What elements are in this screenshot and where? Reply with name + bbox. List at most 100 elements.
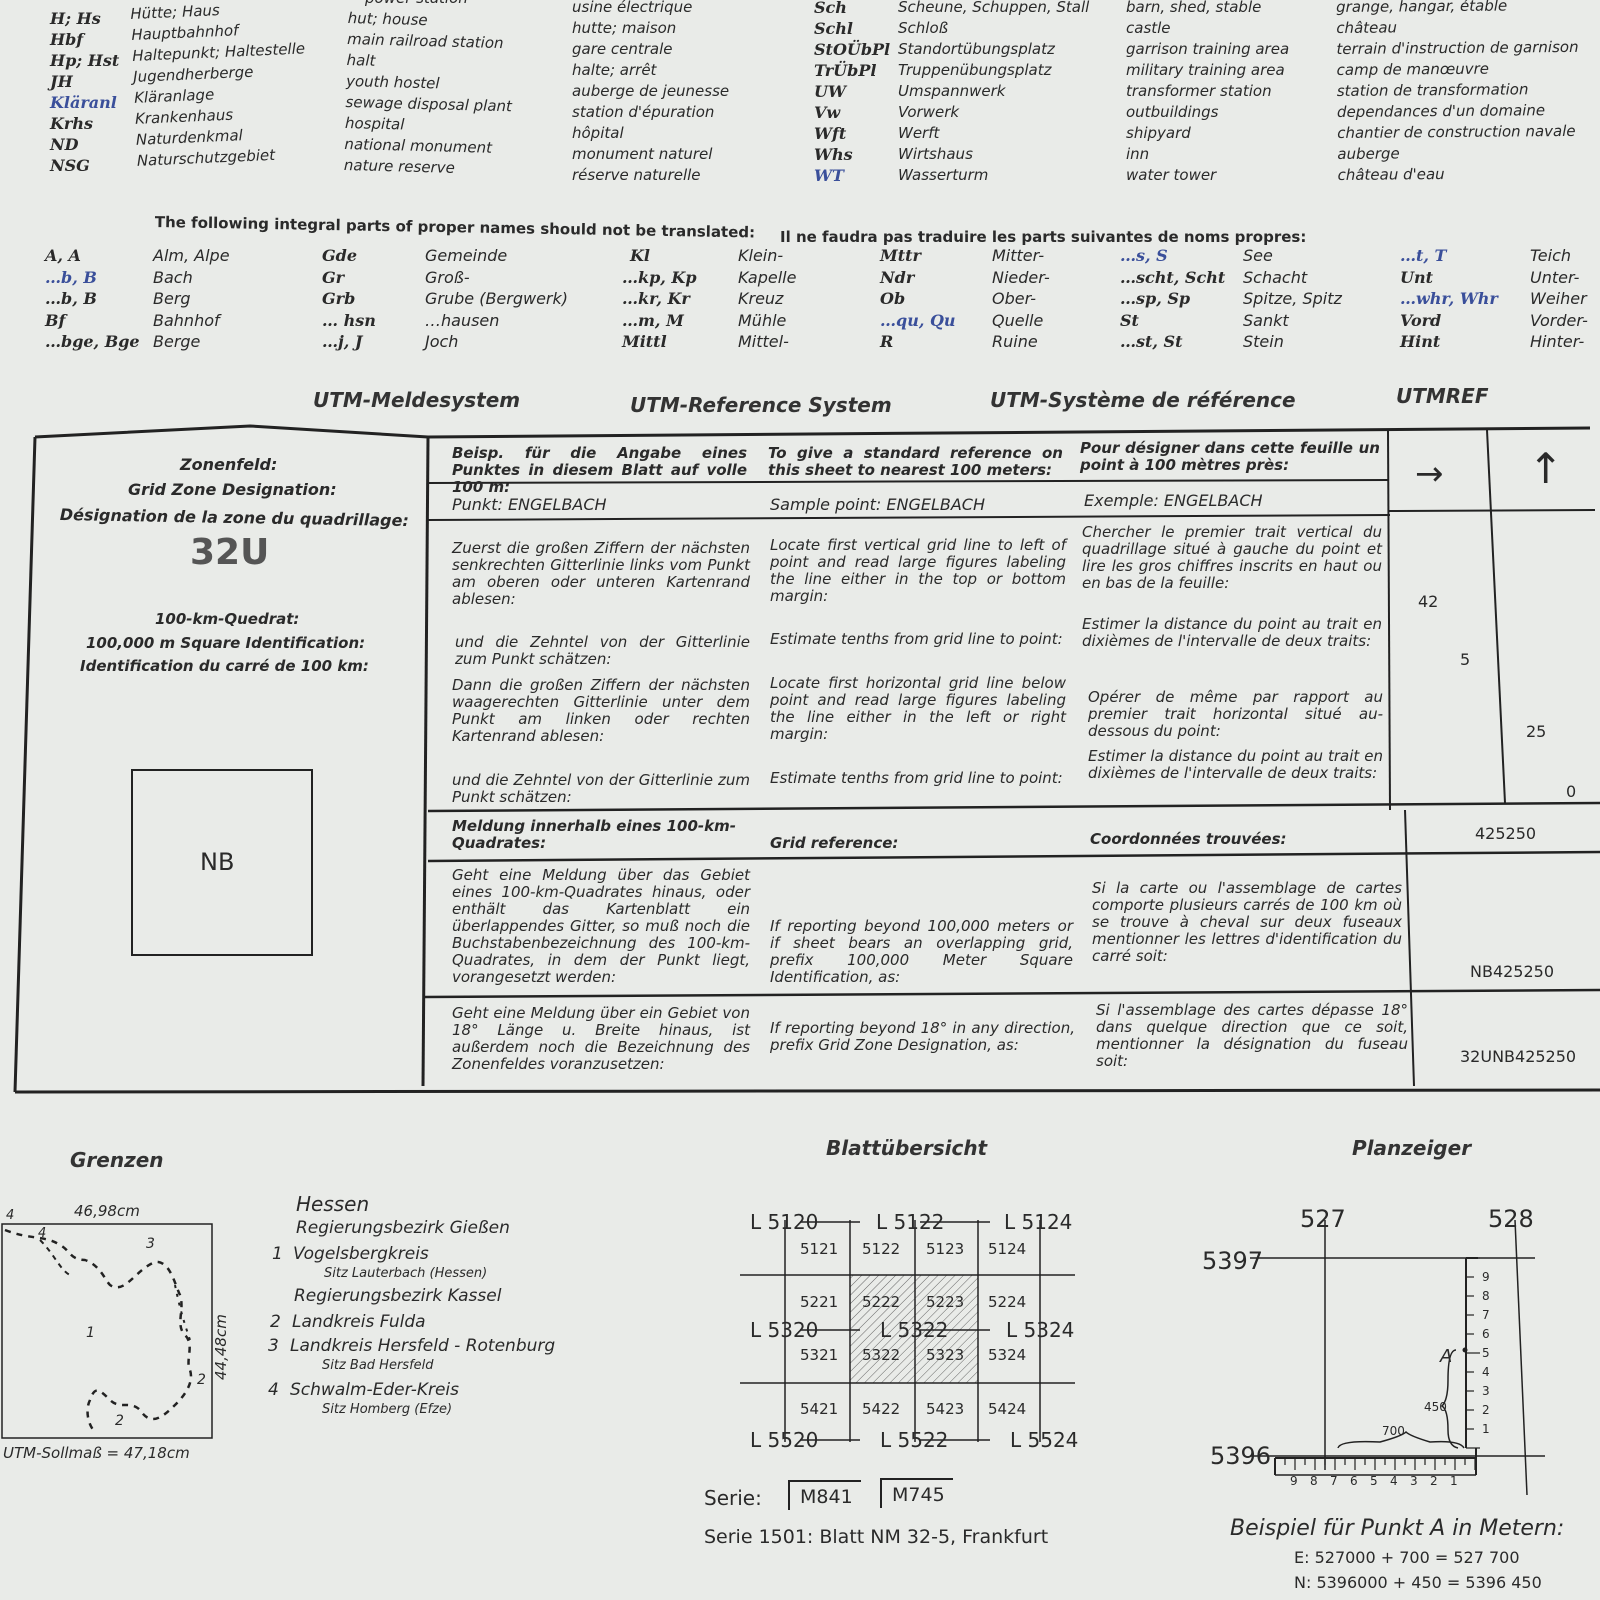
table-header-de: Beisp. für die Angabe eines Punktes in d… bbox=[452, 444, 747, 496]
punkt-en: Sample point: ENGELBACH bbox=[770, 495, 985, 514]
name-part-word: Ober- bbox=[992, 289, 1037, 308]
grenzen-num: 4 bbox=[6, 1208, 15, 1223]
sheet-number: 5321 bbox=[800, 1346, 839, 1364]
name-part-abbr: …bge, Bge bbox=[45, 332, 140, 351]
overlap-de: Geht eine Meldung über das Gebiet eines … bbox=[452, 866, 750, 986]
name-part-abbr: …m, M bbox=[622, 310, 684, 330]
legend-fr: hutte; maison bbox=[572, 19, 677, 37]
legend-fr: usine électrique bbox=[572, 0, 693, 16]
overlap-fr: Si la carte ou l'assemblage de cartes co… bbox=[1092, 879, 1402, 965]
legend-abbr: NSG bbox=[50, 156, 90, 175]
scale-label-v: 5 bbox=[1482, 1346, 1490, 1360]
legend-en: military training area bbox=[1126, 61, 1285, 79]
legend-en: water tower bbox=[1126, 166, 1217, 184]
arrow-up-icon: ↑ bbox=[1528, 444, 1564, 493]
sheet-number: 5323 bbox=[926, 1346, 965, 1364]
name-part-abbr: …b, B bbox=[45, 289, 97, 308]
name-part-word: Groß- bbox=[425, 267, 470, 287]
sheet-number: 5322 bbox=[862, 1346, 901, 1364]
legend-abbr: UW bbox=[814, 82, 846, 101]
overlap-value: NB425250 bbox=[1470, 962, 1555, 981]
name-part-abbr: Ndr bbox=[880, 267, 915, 287]
legend-fr: monument naturel bbox=[572, 145, 713, 163]
plan-example: Beispiel für Punkt A in Metern: bbox=[1230, 1516, 1565, 1541]
step1-en: Locate first vertical grid line to left … bbox=[770, 536, 1066, 605]
plan-y1: 5397 bbox=[1202, 1247, 1264, 1275]
legend-abbr: Sch bbox=[814, 0, 847, 17]
name-part-abbr: St bbox=[1120, 310, 1139, 330]
name-part-word: Weiher bbox=[1530, 289, 1587, 308]
name-part-abbr: …sp, Sp bbox=[1120, 289, 1191, 308]
name-part-word: Stein bbox=[1243, 332, 1284, 351]
name-part-word: Ruine bbox=[992, 332, 1038, 351]
name-part-word: See bbox=[1243, 246, 1273, 265]
scale-label-h: 2 bbox=[1430, 1474, 1438, 1488]
grenzen-num-item: 3 bbox=[268, 1336, 279, 1356]
legend-en: garrison training area bbox=[1126, 40, 1290, 58]
blatt-L: L 5320 bbox=[750, 1318, 819, 1342]
table-header-en: To give a standard reference on this she… bbox=[768, 444, 1063, 479]
name-part-word: Quelle bbox=[992, 310, 1044, 330]
blatt-L: L 5120 bbox=[750, 1210, 819, 1234]
name-part-word: Mühle bbox=[738, 310, 787, 330]
plan-x2: 528 bbox=[1488, 1205, 1534, 1233]
legend-fr: gare centrale bbox=[572, 40, 673, 58]
legend-abbr: Kläranl bbox=[50, 93, 117, 112]
utm-title-fr: UTM-Système de référence bbox=[990, 388, 1296, 412]
legend-de: Wasserturm bbox=[898, 166, 989, 184]
scale-label-v: 4 bbox=[1482, 1365, 1490, 1379]
grenzen-land: Hessen bbox=[296, 1192, 370, 1216]
name-part-abbr: Gde bbox=[322, 246, 358, 265]
grenzen-item: Landkreis Hersfeld - Rotenburg bbox=[290, 1336, 556, 1356]
planzeiger-diagram bbox=[1250, 1219, 1545, 1496]
plan-e-line: E: 527000 + 700 = 527 700 bbox=[1294, 1548, 1520, 1567]
meldung-de: Meldung innerhalb eines 100-km-Quadrates… bbox=[452, 817, 736, 852]
sheet-number: 5221 bbox=[800, 1293, 839, 1311]
square-value: NB bbox=[200, 848, 235, 876]
legend-en: inn bbox=[1126, 145, 1150, 163]
blatt-L: L 5524 bbox=[1010, 1428, 1079, 1452]
blatt-grid bbox=[740, 1220, 1075, 1442]
step4-en: Estimate tenths from grid line to point: bbox=[770, 769, 1063, 787]
sheet-number: 5424 bbox=[988, 1400, 1027, 1418]
scale-label-h: 8 bbox=[1310, 1474, 1318, 1488]
legend-abbr: Krhs bbox=[50, 114, 93, 133]
step2-en: Estimate tenths from grid line to point: bbox=[770, 630, 1063, 648]
meldung-en: Grid reference: bbox=[770, 834, 899, 852]
utm-title-de: UTM-Meldesystem bbox=[313, 388, 521, 412]
name-part-word: Schacht bbox=[1243, 267, 1308, 287]
legend-abbr: StOÜbPl bbox=[814, 40, 891, 59]
legend-de: Scheune, Schuppen, Stall bbox=[898, 0, 1090, 16]
serie2-box: M745 bbox=[880, 1478, 953, 1508]
grenzen-height: 44,48cm bbox=[212, 1314, 230, 1380]
name-part-abbr: Gr bbox=[322, 267, 345, 287]
name-part-word: Mittel- bbox=[738, 332, 789, 351]
sheet-number: 5123 bbox=[926, 1240, 965, 1258]
table-header-fr: Pour désigner dans cette feuille un poin… bbox=[1080, 439, 1380, 474]
name-part-word: Grube (Bergwerk) bbox=[425, 289, 569, 308]
utm-title-utmref: UTMREF bbox=[1396, 384, 1489, 408]
name-part-word: Kreuz bbox=[738, 289, 784, 308]
name-part-word: Sankt bbox=[1243, 310, 1289, 330]
legend-en: shipyard bbox=[1126, 124, 1191, 142]
grenzen-item: Schwalm-Eder-Kreis bbox=[290, 1380, 460, 1400]
name-part-abbr: Mittl bbox=[622, 332, 667, 351]
grenzen-num: 3 bbox=[146, 1236, 155, 1252]
utm-title-en: UTM-Reference System bbox=[630, 393, 892, 417]
legend-abbr: Whs bbox=[814, 145, 853, 164]
name-part-word: Alm, Alpe bbox=[153, 246, 230, 265]
name-part-word: Klein- bbox=[738, 246, 784, 265]
legend-de: Werft bbox=[898, 124, 940, 142]
name-part-word: Teich bbox=[1530, 246, 1572, 265]
grenzen-item-sub: Sitz Lauterbach (Hessen) bbox=[324, 1266, 488, 1281]
zone-full-value: 32UNB425250 bbox=[1460, 1047, 1577, 1066]
names-heading-fr: Il ne faudra pas traduire les parts suiv… bbox=[780, 228, 1307, 246]
name-part-abbr: …whr, Whr bbox=[1400, 289, 1498, 308]
zonenfeld-label: Zonenfeld: bbox=[180, 455, 278, 474]
legend-abbr: Wft bbox=[814, 124, 847, 143]
square-en-label: 100,000 m Square Identification: bbox=[86, 634, 366, 652]
zone-value: 32U bbox=[190, 532, 270, 573]
scale-label-v: 9 bbox=[1482, 1270, 1490, 1284]
scale-label-v: 1 bbox=[1482, 1422, 1490, 1436]
